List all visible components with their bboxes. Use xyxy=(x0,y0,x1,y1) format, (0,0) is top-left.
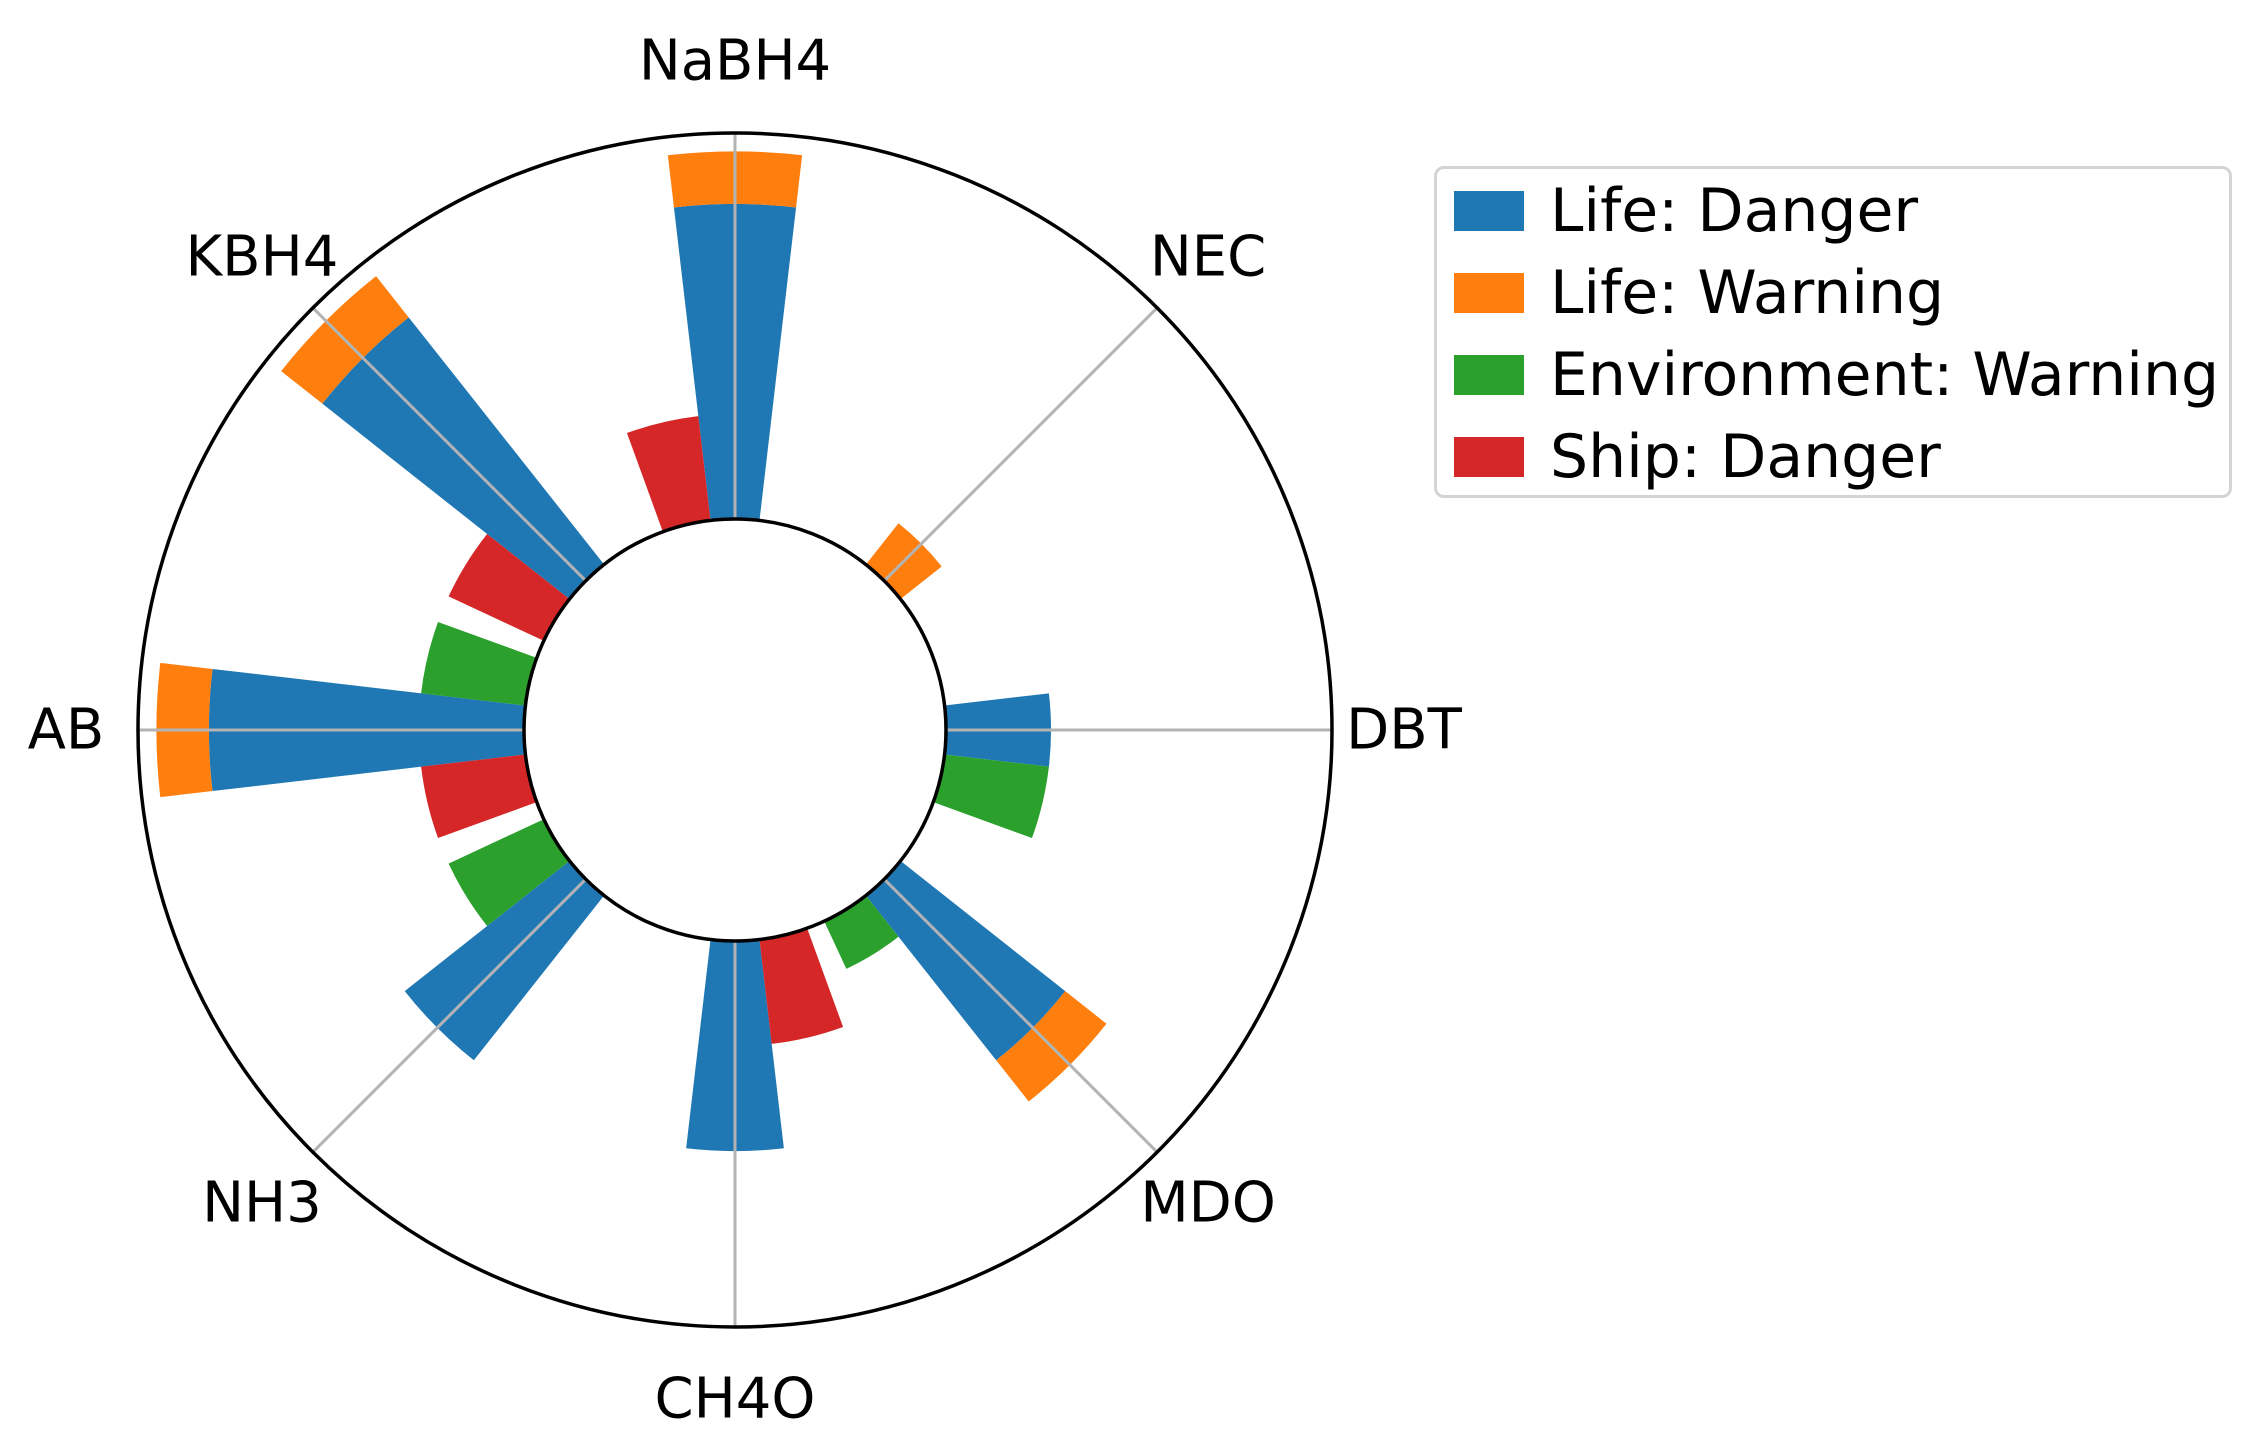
bar-MDO-environment-warning xyxy=(824,895,899,969)
legend-swatch-icon xyxy=(1454,355,1524,395)
legend-row: Environment: Warning xyxy=(1437,334,2229,416)
spoke-gridline-NH3 xyxy=(311,878,587,1154)
bar-AB-environment-warning xyxy=(421,621,537,706)
bar-CH4O-ship-danger xyxy=(759,928,844,1044)
spoke-gridline-KBH4 xyxy=(311,306,587,582)
axis-label-MDO: MDO xyxy=(1140,1171,1276,1236)
spoke-gridline-NEC xyxy=(883,306,1159,582)
inner-circle xyxy=(522,517,948,943)
legend-swatch-icon xyxy=(1454,273,1524,313)
legend-row: Life: Danger xyxy=(1437,170,2229,252)
legend-label: Environment: Warning xyxy=(1550,340,2220,410)
legend-row: Ship: Danger xyxy=(1437,416,2229,498)
legend-label: Life: Danger xyxy=(1550,176,1919,246)
axis-label-NaBH4: NaBH4 xyxy=(639,29,831,94)
legend-swatch-icon xyxy=(1454,191,1524,231)
axis-label-DBT: DBT xyxy=(1346,698,1463,763)
legend-row: Life: Warning xyxy=(1437,252,2229,334)
axis-label-NEC: NEC xyxy=(1150,224,1266,289)
spoke-gridline-MDO xyxy=(883,878,1159,1154)
legend-swatch-icon xyxy=(1454,437,1524,477)
bar-KBH4-ship-danger xyxy=(448,533,570,641)
legend-label: Ship: Danger xyxy=(1550,422,1941,492)
axis-label-KBH4: KBH4 xyxy=(185,224,338,289)
bar-NaBH4-ship-danger xyxy=(626,416,711,532)
legend-label: Life: Warning xyxy=(1550,258,1945,328)
axis-label-NH3: NH3 xyxy=(202,1171,322,1236)
outer-circle xyxy=(136,131,1334,1329)
bar-AB-ship-danger xyxy=(421,754,537,839)
bar-DBT-environment-warning xyxy=(933,754,1049,839)
axis-label-AB: AB xyxy=(28,698,105,763)
bar-NH3-environment-warning xyxy=(448,819,570,927)
axis-label-CH4O: CH4O xyxy=(655,1367,816,1432)
